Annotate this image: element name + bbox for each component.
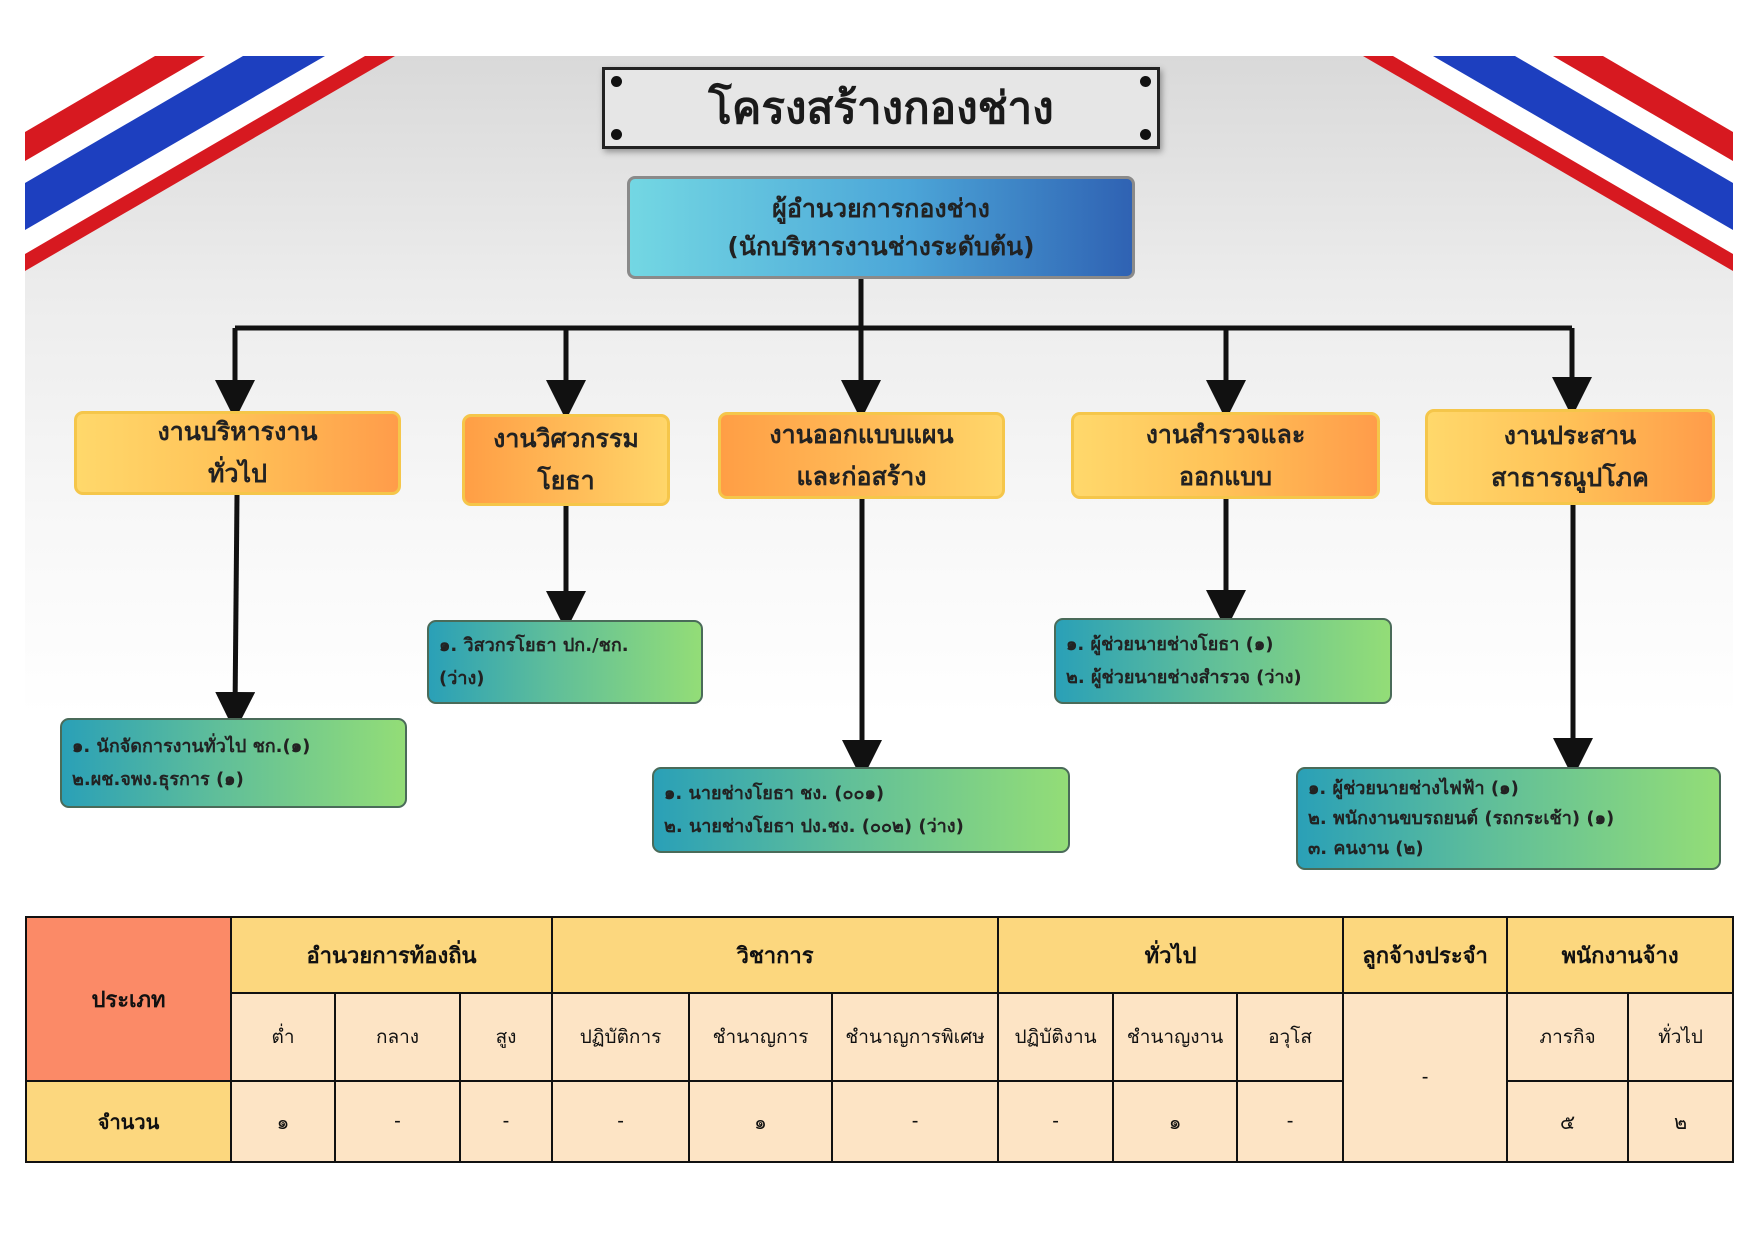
- count-cell: -: [334, 1080, 461, 1163]
- dept-label: ออกแบบ: [1178, 461, 1273, 491]
- dept-label: โยธา: [537, 466, 595, 495]
- count-cell: -: [1236, 1080, 1345, 1163]
- staff-utilities: ๑. ผู้ช่วยนายช่างไฟฟ้า (๑) ๒. พนักงานขบร…: [1296, 767, 1721, 870]
- staff-item: ๑. นายช่างโยธา ชง. (๐๐๑): [664, 783, 885, 804]
- director-subtitle: (นักบริหารงานช่างระดับต้น): [727, 231, 1035, 261]
- staff-item: ๒. พนักงานขบรถยนต์ (รถกระเช้า) (๑): [1308, 807, 1615, 829]
- sub-header: ภารกิจ: [1506, 992, 1630, 1082]
- page-title-plate: โครงสร้างกองช่าง: [602, 67, 1160, 149]
- bolt-icon: [611, 76, 622, 87]
- page-title: โครงสร้างกองช่าง: [708, 83, 1054, 134]
- staff-general-admin: ๑. นักจัดการงานทั่วไป ชก.(๑) ๒.ผช.จพง.ธุ…: [60, 718, 407, 808]
- bolt-icon: [611, 129, 622, 140]
- sub-header: ปฏิบัติการ: [551, 992, 691, 1082]
- count-cell: -: [551, 1080, 691, 1163]
- group-header: วิชาการ: [551, 916, 1000, 994]
- count-cell: ๑: [688, 1080, 834, 1163]
- count-label: จำนวน: [25, 1080, 232, 1163]
- director-title: ผู้อำนวยการกองช่าง: [772, 193, 990, 223]
- staff-civil-engineering: ๑. วิสวกรโยธา ปก./ชก. (ว่าง): [427, 620, 703, 704]
- dept-design-construction: งานออกแบบแผน และก่อสร้าง: [718, 412, 1005, 499]
- staff-item: (ว่าง): [439, 668, 485, 689]
- dept-general-admin: งานบริหารงาน ทั่วไป: [74, 411, 401, 495]
- staff-design-construction: ๑. นายช่างโยธา ชง. (๐๐๑) ๒. นายช่างโยธา …: [652, 767, 1070, 853]
- staff-item: ๒. นายช่างโยธา ปง.ชง. (๐๐๒) (ว่าง): [664, 816, 964, 837]
- table-row: จำนวน ๑ - - - ๑ - - ๑ - ๕ ๒: [25, 1080, 1735, 1163]
- sub-header: ชำนาญงาน: [1112, 992, 1239, 1082]
- dept-label: งานประสาน: [1503, 421, 1637, 450]
- director-box: ผู้อำนวยการกองช่าง (นักบริหารงานช่างระดั…: [627, 176, 1135, 279]
- dept-label: ทั่วไป: [208, 459, 267, 488]
- count-cell: ๑: [1112, 1080, 1239, 1163]
- dept-label: งานสำรวจและ: [1145, 419, 1306, 449]
- count-cell: ๒: [1627, 1080, 1735, 1163]
- count-cell: ๕: [1506, 1080, 1630, 1163]
- sub-header: ปฏิบัติงาน: [997, 992, 1115, 1082]
- sub-header: ต่ำ: [230, 992, 336, 1082]
- sub-header: กลาง: [334, 992, 461, 1082]
- sub-header: อวุโส: [1236, 992, 1345, 1082]
- count-cell: -: [831, 1080, 1000, 1163]
- count-cell: ๑: [230, 1080, 336, 1163]
- dept-label: งานออกแบบแผน: [769, 419, 954, 449]
- dept-utilities: งานประสาน สาธารณูปโภค: [1425, 409, 1715, 505]
- staff-item: ๑. ผู้ช่วยนายช่างโยธา (๑): [1066, 634, 1274, 655]
- table-row: ต่ำ กลาง สูง ปฏิบัติการ ชำนาญการ ชำนาญกา…: [26, 992, 1735, 1163]
- staff-item: ๑. ผู้ช่วยนายช่างไฟฟ้า (๑): [1308, 777, 1519, 799]
- staff-item: ๓. คนงาน (๒): [1308, 837, 1424, 859]
- staff-item: ๑. วิสวกรโยธา ปก./ชก.: [439, 635, 629, 656]
- dept-survey-design: งานสำรวจและ ออกแบบ: [1071, 412, 1380, 499]
- dept-label: สาธารณูปโภค: [1491, 463, 1649, 492]
- staff-survey-design: ๑. ผู้ช่วยนายช่างโยธา (๑) ๒. ผู้ช่วยนายช…: [1054, 618, 1392, 704]
- staffing-table: ประเภท อำนวยการท้องถิ่น วิชาการ ทั่วไป ล…: [25, 916, 1735, 1163]
- staff-item: ๑. นักจัดการงานทั่วไป ชก.(๑): [72, 736, 311, 757]
- table-row: ประเภท อำนวยการท้องถิ่น วิชาการ ทั่วไป ล…: [25, 916, 1735, 1082]
- count-cell: -: [1342, 992, 1509, 1163]
- dept-label: และก่อสร้าง: [796, 461, 927, 491]
- staff-item: ๒.ผช.จพง.ธุรการ (๑): [72, 769, 244, 790]
- count-cell: -: [458, 1080, 554, 1163]
- dept-label: งานวิศวกรรม: [493, 424, 639, 453]
- staff-item: ๒. ผู้ช่วยนายช่างสำรวจ (ว่าง): [1066, 667, 1302, 688]
- sub-header: สูง: [458, 992, 554, 1082]
- sub-header: ชำนาญการพิเศษ: [831, 992, 1000, 1082]
- type-header: ประเภท: [25, 916, 232, 1082]
- group-header: อำนวยการท้องถิ่น: [229, 916, 554, 994]
- sub-header: ชำนาญการ: [688, 992, 834, 1082]
- dept-label: งานบริหารงาน: [157, 417, 318, 446]
- count-cell: -: [997, 1080, 1115, 1163]
- group-header: ทั่วไป: [997, 916, 1345, 994]
- sub-header: ทั่วไป: [1627, 992, 1735, 1082]
- dept-civil-engineering: งานวิศวกรรม โยธา: [462, 414, 670, 506]
- bolt-icon: [1140, 129, 1151, 140]
- group-header: พนักงานจ้าง: [1506, 916, 1735, 994]
- bolt-icon: [1140, 76, 1151, 87]
- group-header: ลูกจ้างประจำ: [1342, 916, 1509, 994]
- thai-flag-ribbon: [25, 56, 1733, 271]
